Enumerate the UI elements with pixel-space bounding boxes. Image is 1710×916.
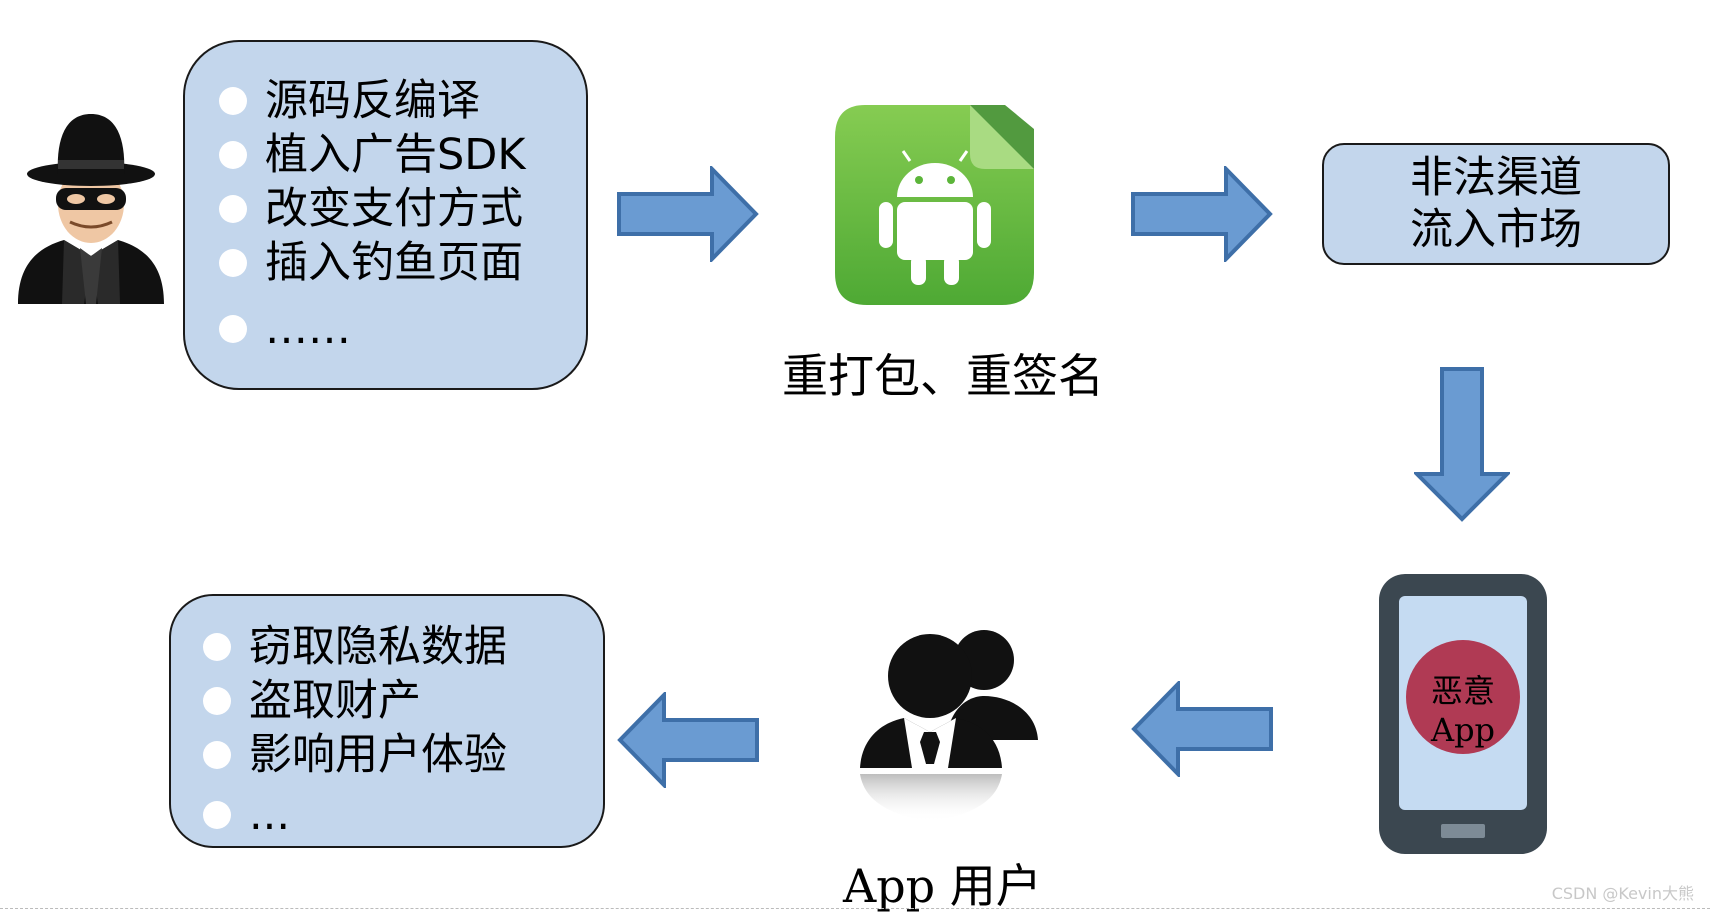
arrow-left-icon (1131, 681, 1273, 777)
android-apk-icon (835, 105, 1034, 305)
consequences-bubble: 窃取隐私数据 盗取财产 影响用户体验 ... (169, 594, 605, 848)
list-item: 盗取财产 (203, 674, 507, 728)
repack-caption: 重打包、重签名 (782, 349, 1104, 403)
attacker-actions-list: 源码反编译 植入广告SDK 改变支付方式 插入钓鱼页面 …… (219, 74, 526, 356)
illegal-channel-box: 非法渠道 流入市场 (1322, 143, 1670, 265)
divider (0, 908, 1710, 909)
malicious-app-label: 恶意 App (1430, 672, 1496, 750)
spy-icon (18, 114, 164, 304)
app-user-caption: App 用户 (843, 859, 1042, 913)
channel-line: 非法渠道 (1410, 152, 1582, 203)
list-item: 窃取隐私数据 (203, 620, 507, 674)
list-item: 改变支付方式 (219, 182, 526, 236)
malicious-app-badge (1406, 640, 1520, 754)
arrow-down-icon (1414, 367, 1510, 522)
list-item: 插入钓鱼页面 (219, 236, 526, 290)
arrow-right-icon (617, 166, 759, 262)
consequences-list: 窃取隐私数据 盗取财产 影响用户体验 ... (203, 620, 507, 842)
list-item: …… (219, 302, 526, 356)
attacker-actions-bubble: 源码反编译 植入广告SDK 改变支付方式 插入钓鱼页面 …… (183, 40, 588, 390)
smartphone-icon (1379, 574, 1547, 854)
list-item: ... (203, 788, 507, 842)
list-item: 源码反编译 (219, 74, 526, 128)
users-icon (860, 630, 1038, 822)
arrow-left-icon (617, 692, 759, 788)
list-item: 影响用户体验 (203, 728, 507, 782)
arrow-right-icon (1131, 166, 1273, 262)
channel-line: 流入市场 (1410, 205, 1582, 255)
watermark: CSDN @Kevin大熊 (1551, 884, 1694, 903)
list-item: 植入广告SDK (219, 128, 526, 182)
